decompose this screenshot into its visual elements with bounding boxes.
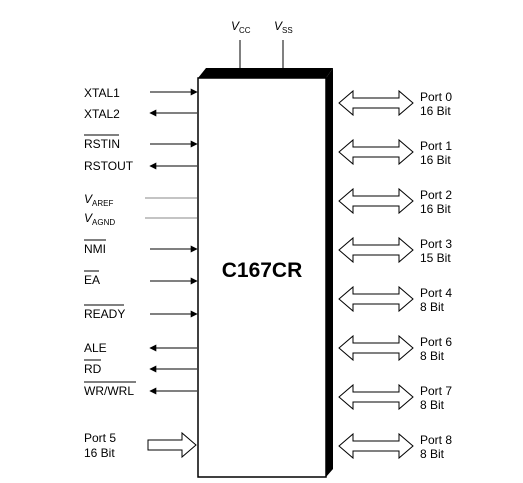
port-width-7: 8 Bit (420, 447, 445, 461)
port-name-1: Port 1 (420, 139, 452, 153)
chip-block: C167CR (197, 68, 333, 478)
xtal2-label: XTAL2 (84, 107, 120, 121)
left-pins: XTAL1 XTAL2 RSTIN RSTOUT VAREF VAGND NMI… (84, 86, 198, 398)
port-name-3: Port 3 (420, 237, 452, 251)
rstout-label: RSTOUT (84, 159, 134, 173)
port-name-0: Port 0 (420, 90, 452, 104)
port-arrow-0 (338, 89, 414, 117)
wr-label: WR/WRL (84, 384, 134, 398)
port-arrow-1 (338, 138, 414, 166)
port-arrow-3 (338, 236, 414, 264)
port5-name: Port 5 (84, 431, 116, 445)
ale-label: ALE (84, 341, 107, 355)
port-width-5: 8 Bit (420, 349, 445, 363)
varef-label: VAREF (84, 192, 113, 208)
port5-arrow (147, 431, 197, 459)
port5-width: 16 Bit (84, 446, 115, 460)
port-name-6: Port 7 (420, 384, 452, 398)
port5-bus: Port 5 16 Bit (84, 431, 197, 460)
port-arrow-2 (338, 187, 414, 215)
port-arrow-4 (338, 285, 414, 313)
xtal1-label: XTAL1 (84, 86, 120, 100)
port-arrow-6 (338, 383, 414, 411)
rd-label: RD (84, 362, 102, 376)
port-width-4: 8 Bit (420, 300, 445, 314)
vagnd-label: VAGND (84, 211, 115, 227)
ea-label: EA (84, 273, 100, 287)
port-name-7: Port 8 (420, 433, 452, 447)
power-pins: VCC VSS (231, 19, 293, 68)
port-arrow-5 (338, 334, 414, 362)
port-name-5: Port 6 (420, 335, 452, 349)
port-width-1: 16 Bit (420, 153, 451, 167)
port-width-6: 8 Bit (420, 398, 445, 412)
port-width-0: 16 Bit (420, 104, 451, 118)
port-width-2: 16 Bit (420, 202, 451, 216)
vss-label: VSS (274, 19, 293, 35)
chip-name: C167CR (222, 259, 303, 282)
rstin-label: RSTIN (84, 137, 120, 151)
nmi-label: NMI (84, 242, 106, 256)
vcc-label: VCC (231, 19, 251, 35)
chip-side-shadow (326, 68, 333, 477)
chip-body (197, 77, 327, 478)
port-arrow-7 (338, 432, 414, 460)
ready-label: READY (84, 307, 125, 321)
port-name-2: Port 2 (420, 188, 452, 202)
port-width-3: 15 Bit (420, 251, 451, 265)
port-name-4: Port 4 (420, 286, 452, 300)
chip-top-shadow (198, 68, 333, 78)
